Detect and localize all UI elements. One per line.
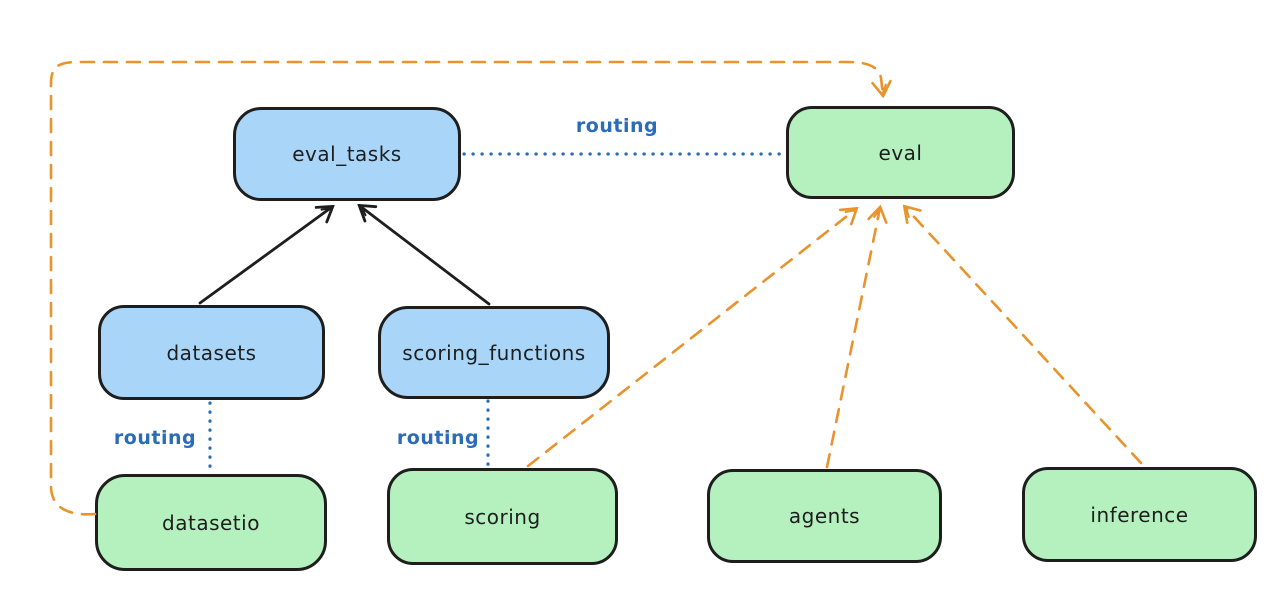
node-scoring: scoring — [387, 468, 618, 565]
node-scoring-label: scoring — [464, 504, 541, 529]
edge-datasets-to-eval-tasks — [198, 207, 332, 305]
node-agents: agents — [707, 469, 942, 563]
routing-label-eval-tasks-eval: routing — [575, 115, 659, 137]
node-eval: eval — [786, 106, 1015, 199]
routing-label-datasets-datasetio: routing — [113, 427, 197, 449]
node-datasetio-label: datasetio — [162, 510, 260, 535]
node-inference-label: inference — [1090, 502, 1189, 527]
edge-scoring-functions-to-eval-tasks — [360, 206, 491, 306]
node-agents-label: agents — [788, 504, 861, 528]
edge-agents-to-eval — [825, 208, 880, 469]
node-eval-tasks-label: eval_tasks — [292, 142, 402, 166]
edge-inference-to-eval — [905, 207, 1143, 465]
node-datasets-label: datasets — [166, 340, 257, 365]
routing-label-scoring-functions-scoring: routing — [396, 427, 480, 449]
node-datasetio: datasetio — [95, 474, 327, 571]
node-scoring-functions-label: scoring_functions — [402, 340, 586, 365]
node-inference: inference — [1022, 467, 1257, 562]
node-eval-tasks: eval_tasks — [233, 107, 461, 201]
node-datasets: datasets — [98, 305, 325, 400]
node-eval-label: eval — [878, 140, 923, 165]
node-scoring-functions: scoring_functions — [378, 306, 610, 399]
